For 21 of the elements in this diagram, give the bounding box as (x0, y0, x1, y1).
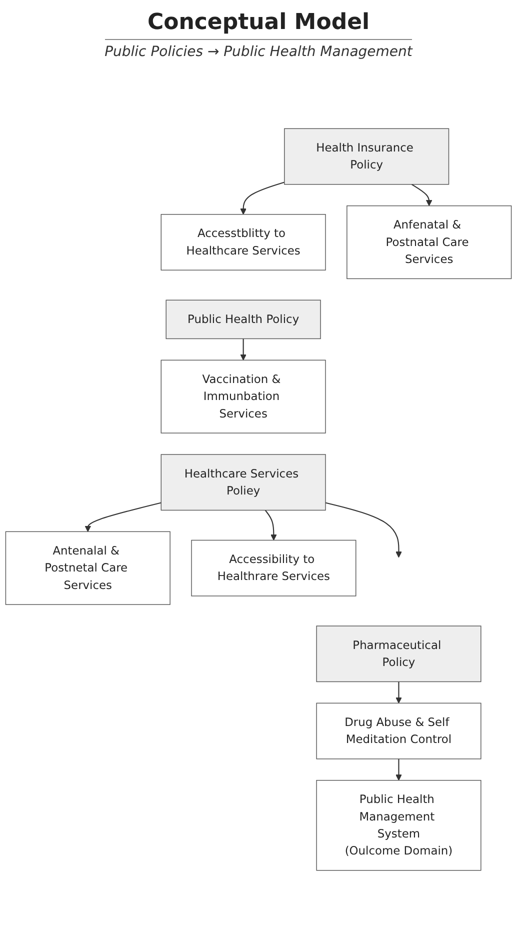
node-box: Drug Abuse & Self Meditation Control (316, 702, 482, 760)
node-box: Pharmaceutical Policy (316, 626, 482, 682)
arrow (396, 758, 402, 781)
arrow (240, 338, 246, 360)
arrow (240, 182, 285, 215)
node-box: Accesstblitty to Healthcare Services (160, 214, 326, 270)
arrow (325, 502, 402, 558)
node-box: Health Insurance Policy (284, 128, 450, 185)
arrow (84, 502, 162, 532)
node-box: Public Health Management System (Oulcome Domain) (316, 780, 482, 871)
arrow (396, 682, 402, 704)
node-box: Anfenatal & Postnatal Care Services (346, 205, 512, 280)
node-box: Public Health Policy (166, 300, 321, 340)
arrow (264, 510, 277, 541)
node-box: Accessibility to Healthrare Services (191, 540, 356, 596)
subtitle: Public Policies → Public Health Management (104, 39, 412, 60)
node-box: Antenalal & Postnetal Care Services (5, 531, 170, 605)
title: Conceptual Model (147, 10, 370, 35)
arrow (411, 184, 432, 206)
node-box: Vaccination & Immunbation Services (160, 360, 326, 434)
node-box: Healthcare Services Poliey (160, 454, 326, 511)
